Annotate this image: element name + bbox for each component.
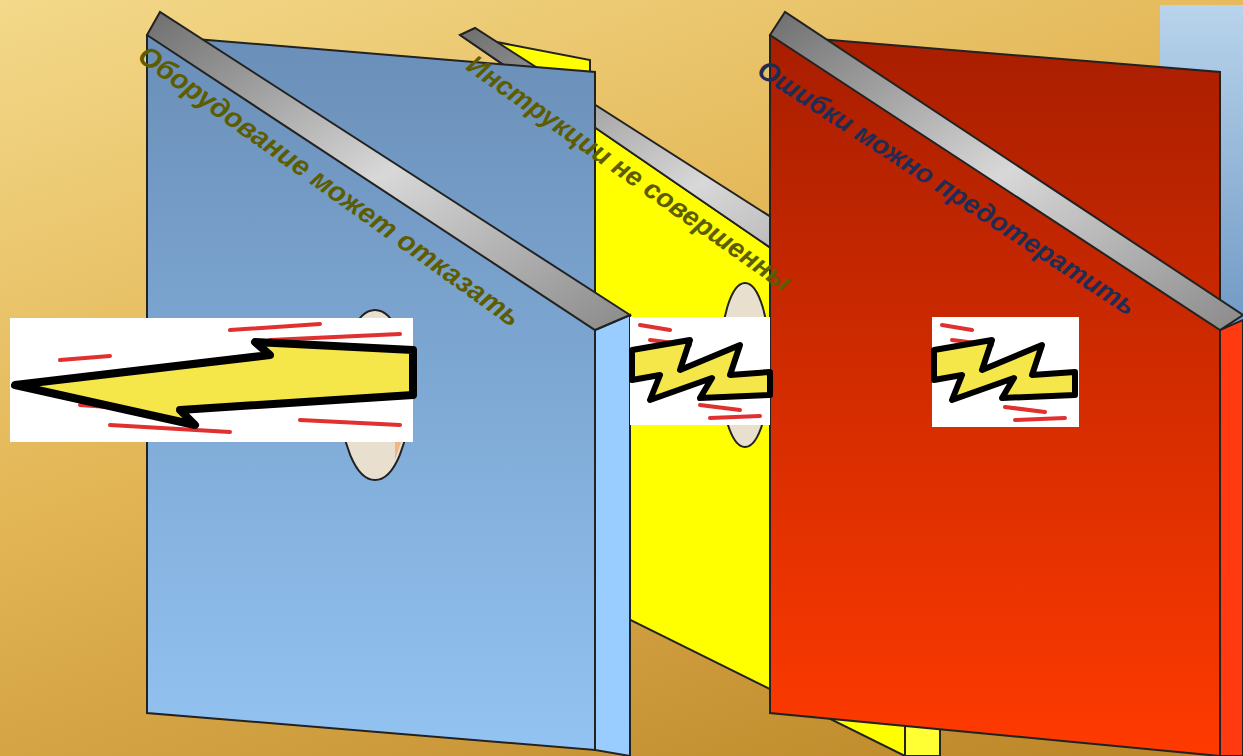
lightning-bolt (932, 317, 1079, 427)
lightning-bolt (10, 318, 413, 442)
lightning-bolt (630, 317, 770, 425)
